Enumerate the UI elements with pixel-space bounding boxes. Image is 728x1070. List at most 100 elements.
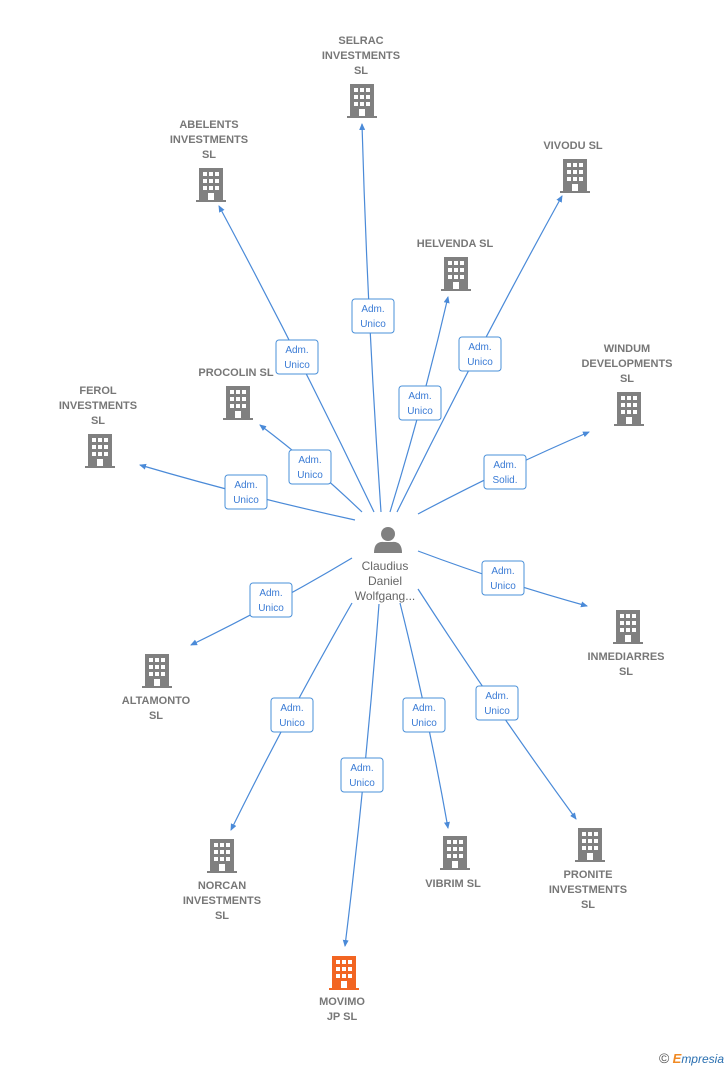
company-node-norcan[interactable]: NORCAN INVESTMENTS SL bbox=[183, 839, 261, 922]
role-text: Adm. bbox=[361, 304, 384, 315]
roles-layer: Adm.UnicoAdm.UnicoAdm.UnicoAdm.UnicoAdm.… bbox=[224, 298, 527, 793]
role-text: Adm. bbox=[280, 703, 303, 714]
role-text: Unico bbox=[407, 406, 433, 417]
company-label: INMEDIARRES bbox=[587, 651, 664, 663]
company-node-procolin[interactable]: PROCOLIN SL bbox=[198, 367, 274, 420]
role-text: Unico bbox=[349, 778, 375, 789]
role-badge-altamonto[interactable]: Adm. Unico bbox=[249, 582, 293, 618]
role-text: Adm. bbox=[350, 763, 373, 774]
role-badge-norcan[interactable]: Adm. Unico bbox=[270, 697, 314, 733]
company-node-altamonto[interactable]: ALTAMONTO SL bbox=[122, 654, 191, 722]
role-badge-procolin[interactable]: Adm. Unico bbox=[288, 449, 332, 485]
role-badge-helvenda[interactable]: Adm. Unico bbox=[398, 385, 442, 421]
role-text: Unico bbox=[484, 706, 510, 717]
person-label: Daniel bbox=[368, 574, 402, 588]
role-text: Adm. bbox=[259, 588, 282, 599]
building-icon bbox=[329, 956, 359, 990]
company-node-ferol[interactable]: FEROL INVESTMENTS SL bbox=[59, 385, 137, 468]
company-node-windum[interactable]: WINDUM DEVELOPMENTS SL bbox=[581, 343, 673, 426]
role-text: Unico bbox=[490, 581, 516, 592]
building-icon bbox=[613, 610, 643, 644]
company-label: NORCAN bbox=[198, 880, 246, 892]
company-label: INVESTMENTS bbox=[183, 895, 261, 907]
building-icon bbox=[614, 392, 644, 426]
company-label: SL bbox=[581, 899, 595, 911]
company-node-pronite[interactable]: PRONITE INVESTMENTS SL bbox=[549, 828, 627, 911]
nodes-layer: SELRACINVESTMENTSSLABELENTSINVESTMENTSSL… bbox=[59, 35, 673, 1023]
company-label: INVESTMENTS bbox=[322, 50, 400, 62]
company-label: DEVELOPMENTS bbox=[581, 358, 672, 370]
company-label: PROCOLIN SL bbox=[198, 367, 273, 379]
company-label: PRONITE bbox=[564, 869, 613, 881]
building-icon bbox=[560, 159, 590, 193]
company-label: VIBRIM SL bbox=[425, 878, 481, 890]
role-text: Adm. bbox=[285, 345, 308, 356]
building-icon bbox=[142, 654, 172, 688]
company-label: INVESTMENTS bbox=[549, 884, 627, 896]
company-label: FEROL bbox=[79, 385, 117, 397]
role-text: Adm. bbox=[491, 566, 514, 577]
person-label: Wolfgang... bbox=[355, 589, 415, 603]
copyright-icon: © bbox=[658, 1050, 670, 1066]
company-node-vibrim[interactable]: VIBRIM SL bbox=[425, 836, 481, 890]
building-icon bbox=[207, 839, 237, 873]
company-label: SL bbox=[354, 65, 368, 77]
building-icon bbox=[347, 84, 377, 118]
company-label: SL bbox=[215, 910, 229, 922]
person-label: Claudius bbox=[362, 559, 409, 573]
company-label: HELVENDA SL bbox=[417, 238, 494, 250]
role-text: Adm. bbox=[408, 391, 431, 402]
footer-brand: © Empresia bbox=[659, 1050, 724, 1066]
building-icon bbox=[440, 836, 470, 870]
role-text: Unico bbox=[284, 360, 310, 371]
edges-layer bbox=[139, 123, 590, 947]
building-icon bbox=[85, 434, 115, 468]
role-badge-inmediarres[interactable]: Adm. Unico bbox=[481, 560, 525, 596]
building-icon bbox=[223, 386, 253, 420]
company-node-abelents[interactable]: ABELENTS INVESTMENTS SL bbox=[170, 119, 248, 202]
person-icon bbox=[374, 527, 402, 553]
company-node-helvenda[interactable]: HELVENDA SL bbox=[417, 238, 494, 291]
role-text: Unico bbox=[360, 319, 386, 330]
company-label: INVESTMENTS bbox=[170, 134, 248, 146]
role-badge-vibrim[interactable]: Adm.Unico bbox=[402, 697, 446, 733]
role-badge-movimo[interactable]: Adm. Unico bbox=[340, 757, 384, 793]
brand-name: mpresia bbox=[681, 1052, 724, 1066]
role-text: Unico bbox=[467, 357, 493, 368]
role-badge-vivodu[interactable]: Adm. Unico bbox=[458, 336, 502, 372]
role-text: Adm. bbox=[485, 691, 508, 702]
role-text: Adm. bbox=[468, 342, 491, 353]
brand-initial: E bbox=[672, 1051, 682, 1066]
company-label: SL bbox=[202, 149, 216, 161]
person-node[interactable]: ClaudiusDanielWolfgang... bbox=[355, 527, 415, 603]
company-label: ABELENTS bbox=[179, 119, 238, 131]
role-badge-abelents[interactable]: Adm. Unico bbox=[275, 339, 319, 375]
role-text: Unico bbox=[279, 718, 305, 729]
company-label: SL bbox=[149, 710, 163, 722]
role-text: Unico bbox=[411, 718, 437, 729]
company-label: SL bbox=[91, 415, 105, 427]
company-node-vivodu[interactable]: VIVODU SL bbox=[543, 140, 603, 193]
role-text: Unico bbox=[258, 603, 284, 614]
building-icon bbox=[575, 828, 605, 862]
company-label: WINDUM bbox=[604, 343, 650, 355]
role-text: Adm. bbox=[234, 480, 257, 491]
role-text: Adm. bbox=[298, 455, 321, 466]
role-text: Adm. bbox=[493, 460, 516, 471]
role-badge-pronite[interactable]: Adm. Unico bbox=[475, 685, 519, 721]
company-label: ALTAMONTO bbox=[122, 695, 191, 707]
role-text: Unico bbox=[233, 495, 259, 506]
building-icon bbox=[196, 168, 226, 202]
role-text: Solid. bbox=[492, 475, 517, 486]
role-badge-windum[interactable]: Adm. Solid. bbox=[483, 454, 527, 490]
role-badge-selrac[interactable]: Adm. Unico bbox=[351, 298, 395, 334]
company-label: SL bbox=[620, 373, 634, 385]
company-label: INVESTMENTS bbox=[59, 400, 137, 412]
company-label: VIVODU SL bbox=[543, 140, 603, 152]
role-badge-ferol[interactable]: Adm. Unico bbox=[224, 474, 268, 510]
role-text: Unico bbox=[297, 470, 323, 481]
